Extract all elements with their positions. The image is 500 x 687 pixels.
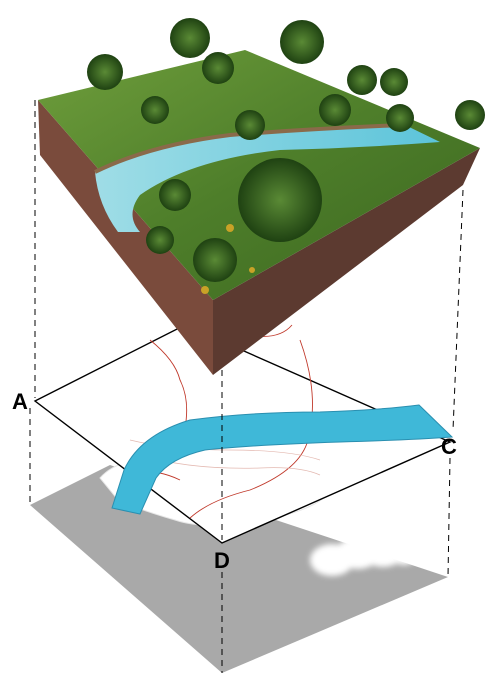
tree-icon [202,52,234,84]
cloud-icon [310,535,418,576]
tree-icon [141,96,169,124]
river-shape [111,404,454,515]
tree-icon [159,179,191,211]
corner-label-a: A [12,389,28,414]
shadow-plane [30,465,448,673]
tree-icon [319,94,351,126]
soil-side-left [38,100,213,375]
tree-icon [380,68,408,96]
tree-icon [455,100,485,130]
tree-icon [280,20,324,64]
tree-icon [193,238,237,282]
corner-label-d: D [214,548,230,573]
river-bank [94,123,406,174]
projection-lines [29,100,464,673]
tree-icon [170,18,210,58]
tree-icon [87,54,123,90]
terrain-river [95,125,440,232]
tree-icon [386,104,414,132]
shrubs [201,224,255,294]
tree-icon [146,226,174,254]
trees [87,18,485,282]
tree-icon [235,110,265,140]
soil-side-right [213,148,480,375]
corner-label-c: C [441,434,457,459]
tree-icon [238,158,322,242]
tree-icon [347,65,377,95]
